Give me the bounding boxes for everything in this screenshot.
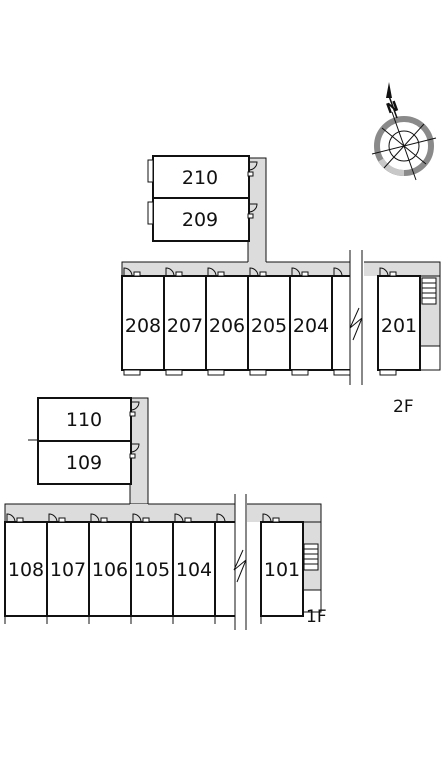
unit-109: 109 [37,440,140,485]
unit-110: 110 [37,397,140,442]
unit-104: 104 [172,513,216,624]
unit-label: 104 [176,559,212,581]
unit-210: 210 [147,155,258,199]
unit-206: 206 [205,267,249,376]
floor-1f: 110 109 108 107 106 [4,397,327,630]
floor-label-2f: 2F [393,397,414,417]
unit-label: 109 [66,452,102,474]
unit-label: 201 [381,315,417,337]
unit-label: 110 [66,409,102,431]
unit-106: 106 [88,513,132,624]
unit-label: 105 [134,559,170,581]
break-symbol-1f [233,494,247,630]
unit-204: 204 [289,267,333,376]
unit-label: 101 [264,559,300,581]
unit-label: 205 [251,315,287,337]
floor-label-1f: 1F [306,607,327,627]
floor-2f: 210 209 208 207 20 [121,155,441,417]
unit-105: 105 [130,513,174,624]
unit-107: 107 [46,513,90,624]
unit-label: 107 [50,559,86,581]
unit-label: 207 [167,315,203,337]
unit-label: 108 [8,559,44,581]
unit-label: 106 [92,559,128,581]
unit-label: 204 [293,315,329,337]
compass-north-label: N [384,98,400,117]
unit-label: 208 [125,315,161,337]
unit-209: 209 [147,197,258,242]
unit-label: 206 [209,315,245,337]
unit-label: 210 [182,167,218,189]
unit-omitted-2f [332,267,351,376]
unit-207: 207 [163,267,207,376]
unit-101: 101 [260,513,304,624]
unit-omitted-1f [214,513,235,624]
unit-201: 201 [377,267,421,376]
unit-205: 205 [247,267,291,376]
break-symbol-2f [349,250,364,385]
unit-208: 208 [121,267,165,376]
compass-rose-icon: N [371,82,437,181]
unit-108: 108 [4,513,48,624]
staircase-1f-icon [303,543,319,571]
unit-label: 209 [182,209,218,231]
staircase-2f-icon [421,277,437,305]
